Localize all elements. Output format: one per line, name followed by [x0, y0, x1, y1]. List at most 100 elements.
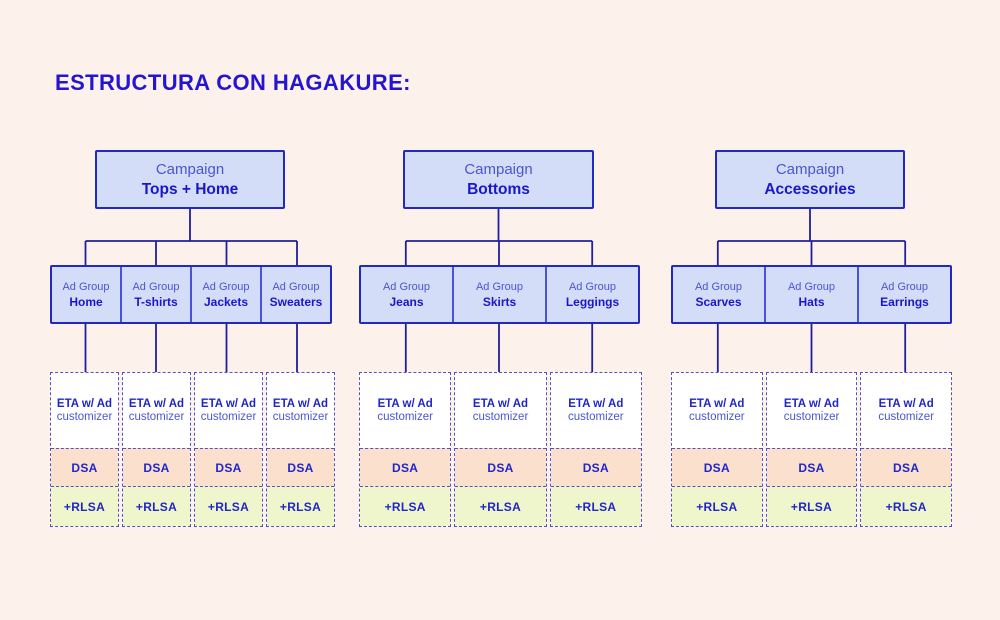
eta-cell: ETA w/ Ad customizer [123, 373, 190, 448]
dsa-cell: DSA [360, 448, 451, 486]
campaign-label: Campaign [464, 160, 533, 178]
rlsa-cell: +RLSA [766, 486, 857, 526]
rlsa-label: +RLSA [63, 499, 106, 514]
rlsa-cell: +RLSA [123, 486, 190, 526]
ad-group-label: Ad Group [568, 280, 617, 293]
ad-unit-grid-bottoms: ETA w/ Ad customizer DSA +RLSA ETA w/ Ad… [359, 372, 642, 527]
ad-unit-column-home: ETA w/ Ad customizer DSA +RLSA [50, 372, 119, 527]
dsa-label: DSA [215, 460, 242, 475]
ad-group-name: Hats [798, 294, 825, 309]
eta-sublabel: customizer [377, 411, 433, 423]
eta-label: ETA w/ Ad [377, 398, 433, 410]
eta-cell: ETA w/ Ad customizer [861, 373, 952, 448]
rlsa-cell: +RLSA [861, 486, 952, 526]
campaign-name: Tops + Home [141, 180, 239, 198]
dsa-cell: DSA [861, 448, 952, 486]
eta-label: ETA w/ Ad [272, 398, 329, 410]
campaign-box-bottoms: Campaign Bottoms [403, 150, 594, 209]
dsa-cell: DSA [672, 448, 762, 486]
ad-group-label: Ad Group [272, 280, 320, 293]
ad-group-label: Ad Group [62, 280, 110, 293]
ad-group-cell-earrings: Ad Group Earrings [857, 267, 950, 322]
rlsa-cell: +RLSA [267, 486, 334, 526]
ad-group-cell-jackets: Ad Group Jackets [190, 267, 260, 322]
dsa-label: DSA [582, 460, 609, 475]
dsa-label: DSA [703, 460, 730, 475]
ad-group-cell-tshirts: Ad Group T-shirts [120, 267, 190, 322]
ad-unit-column-hats: ETA w/ Ad customizer DSA +RLSA [765, 372, 858, 527]
dsa-cell: DSA [195, 448, 262, 486]
page-title: ESTRUCTURA CON HAGAKURE: [55, 70, 411, 95]
eta-label: ETA w/ Ad [568, 398, 624, 410]
campaign-box-accessories: Campaign Accessories [715, 150, 905, 209]
dsa-cell: DSA [51, 448, 118, 486]
ad-group-name: Scarves [695, 294, 742, 309]
eta-label: ETA w/ Ad [128, 398, 185, 410]
eta-sublabel: customizer [56, 411, 113, 423]
ad-group-cell-jeans: Ad Group Jeans [361, 267, 452, 322]
eta-sublabel: customizer [878, 411, 934, 423]
dsa-label: DSA [287, 460, 314, 475]
ad-group-row-accessories: Ad Group Scarves Ad Group Hats Ad Group … [671, 265, 952, 324]
ad-group-name: Jackets [203, 294, 249, 309]
ad-unit-grid-tops-home: ETA w/ Ad customizer DSA +RLSA ETA w/ Ad… [50, 372, 335, 527]
ad-unit-column-leggings: ETA w/ Ad customizer DSA +RLSA [549, 372, 642, 527]
campaign-label: Campaign [775, 160, 845, 178]
ad-unit-grid-accessories: ETA w/ Ad customizer DSA +RLSA ETA w/ Ad… [671, 372, 953, 527]
eta-sublabel: customizer [272, 411, 329, 423]
rlsa-cell: +RLSA [672, 486, 762, 526]
rlsa-label: +RLSA [479, 499, 522, 514]
dsa-label: DSA [798, 460, 825, 475]
ad-group-name: Home [69, 294, 103, 309]
dsa-cell: DSA [455, 448, 546, 486]
eta-sublabel: customizer [472, 411, 529, 423]
dsa-cell: DSA [267, 448, 334, 486]
ad-group-row-tops-home: Ad Group Home Ad Group T-shirts Ad Group… [50, 265, 332, 324]
eta-cell: ETA w/ Ad customizer [51, 373, 118, 448]
rlsa-cell: +RLSA [550, 486, 641, 526]
campaign-box-tops-home: Campaign Tops + Home [95, 150, 285, 209]
ad-group-label: Ad Group [880, 280, 929, 293]
eta-cell: ETA w/ Ad customizer [455, 373, 546, 448]
ad-group-cell-scarves: Ad Group Scarves [673, 267, 764, 322]
rlsa-label: +RLSA [575, 499, 617, 514]
eta-cell: ETA w/ Ad customizer [550, 373, 641, 448]
ad-group-label: Ad Group [694, 280, 743, 293]
eta-label: ETA w/ Ad [472, 398, 529, 410]
ad-group-cell-sweaters: Ad Group Sweaters [260, 267, 330, 322]
eta-cell: ETA w/ Ad customizer [360, 373, 451, 448]
rlsa-label: +RLSA [207, 499, 250, 514]
ad-group-cell-skirts: Ad Group Skirts [452, 267, 545, 322]
ad-group-cell-hats: Ad Group Hats [764, 267, 857, 322]
dsa-cell: DSA [766, 448, 857, 486]
ad-unit-column-scarves: ETA w/ Ad customizer DSA +RLSA [671, 372, 763, 527]
eta-label: ETA w/ Ad [200, 398, 257, 410]
rlsa-label: +RLSA [885, 499, 927, 514]
ad-group-label: Ad Group [787, 280, 836, 293]
ad-unit-column-jackets: ETA w/ Ad customizer DSA +RLSA [194, 372, 263, 527]
eta-cell: ETA w/ Ad customizer [195, 373, 262, 448]
dsa-label: DSA [893, 460, 920, 475]
eta-cell: ETA w/ Ad customizer [672, 373, 762, 448]
eta-label: ETA w/ Ad [689, 398, 745, 410]
eta-sublabel: customizer [128, 411, 185, 423]
rlsa-cell: +RLSA [195, 486, 262, 526]
ad-unit-column-tshirts: ETA w/ Ad customizer DSA +RLSA [122, 372, 191, 527]
dsa-label: DSA [392, 460, 419, 475]
ad-group-label: Ad Group [475, 280, 524, 293]
eta-sublabel: customizer [783, 411, 840, 423]
dsa-cell: DSA [123, 448, 190, 486]
ad-group-name: T-shirts [134, 294, 178, 309]
rlsa-label: +RLSA [135, 499, 178, 514]
ad-unit-column-jeans: ETA w/ Ad customizer DSA +RLSA [359, 372, 452, 527]
ad-group-name: Skirts [482, 294, 517, 309]
campaign-name: Bottoms [467, 180, 530, 198]
ad-group-name: Earrings [880, 294, 929, 309]
eta-label: ETA w/ Ad [56, 398, 113, 410]
eta-label: ETA w/ Ad [878, 398, 934, 410]
campaign-label: Campaign [155, 160, 225, 178]
dsa-cell: DSA [550, 448, 641, 486]
eta-cell: ETA w/ Ad customizer [766, 373, 857, 448]
eta-sublabel: customizer [689, 411, 745, 423]
